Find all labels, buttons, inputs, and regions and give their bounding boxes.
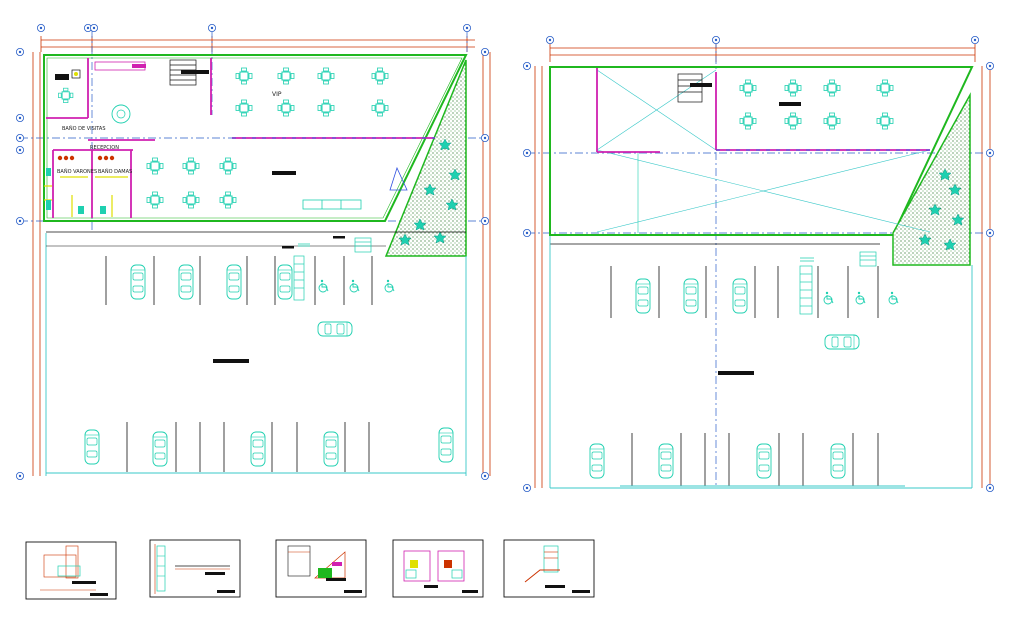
plan-1-planter <box>384 59 467 257</box>
plan-1-stair-label-bar <box>181 70 209 74</box>
plan-1-yellow-partitions <box>44 176 128 217</box>
label-banno-damas: BAÑO DAMAS <box>98 168 132 175</box>
plan-1-ground-floor: BAÑO DE VISITAS RECEPCION BAÑO DAMAS BAÑ… <box>15 23 491 481</box>
plan-2-building-walls <box>549 66 974 489</box>
plan-2-interior-walls <box>596 68 930 153</box>
plan-1-room-tag <box>272 171 296 175</box>
detail-5 <box>503 539 595 598</box>
label-recepcion: RECEPCION <box>90 145 119 151</box>
plan-2-stair-label-bar <box>690 83 712 87</box>
plan-2-room-tag <box>779 102 801 106</box>
detail-3 <box>275 539 367 598</box>
label-banno-varones: BAÑO VARONES <box>57 168 97 175</box>
detail-sheets <box>25 539 595 600</box>
detail-4 <box>392 539 484 598</box>
detail-2 <box>149 539 241 598</box>
plan-2-upper-floor <box>522 35 995 493</box>
plan-2-stair <box>677 73 703 103</box>
label-vip: VIP <box>272 91 282 98</box>
plan-1-dimension-lines <box>32 36 491 476</box>
plan-1-office-furniture <box>55 69 131 124</box>
plan-1-counter-fill <box>132 64 146 68</box>
plan-1-bath-fixtures <box>46 155 115 214</box>
plan-2-dining-tables <box>739 79 894 130</box>
plan-1-parking-area <box>45 231 467 476</box>
plan-1-entry-door <box>389 166 408 191</box>
label-banno-visitas: BAÑO DE VISITAS <box>62 125 106 132</box>
detail-1 <box>25 541 117 600</box>
plan-1-bench <box>302 199 362 210</box>
plan-1-building-walls <box>43 54 468 222</box>
plan-2-parking-area <box>589 251 905 487</box>
plan-2-dimension-lines <box>534 44 991 488</box>
plan-2-planter <box>892 92 971 266</box>
plan-1-room-labels: BAÑO DE VISITAS RECEPCION BAÑO DAMAS BAÑ… <box>57 91 282 175</box>
